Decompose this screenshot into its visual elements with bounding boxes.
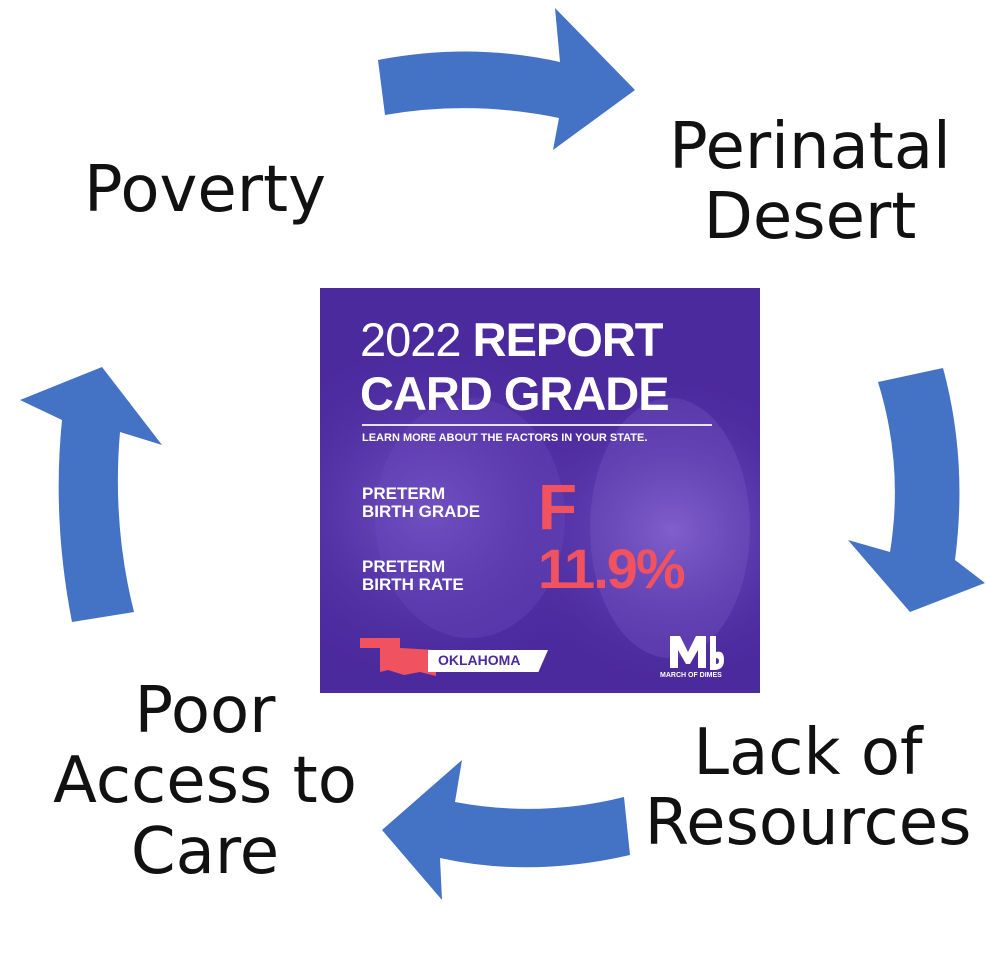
report-card-image: 2022 REPORT CARD GRADE LEARN MORE ABOUT … xyxy=(320,288,760,693)
rate-label-line-2: BIRTH RATE xyxy=(362,574,464,594)
node-perinatal-line-1: Perinatal xyxy=(669,110,951,184)
march-of-dimes-caption: MARCH OF DIMES xyxy=(660,672,722,679)
node-perinatal-line-2: Desert xyxy=(703,180,917,255)
card-subtitle: LEARN MORE ABOUT THE FACTORS IN YOUR STA… xyxy=(362,432,648,444)
card-title-line-2: CARD GRADE xyxy=(360,367,670,420)
state-name: OKLAHOMA xyxy=(438,652,521,668)
grade-label: PRETERM BIRTH GRADE xyxy=(362,485,480,521)
node-poor-access-to-care: Poor Access to Care xyxy=(40,674,370,889)
grade-label-line-2: BIRTH GRADE xyxy=(362,501,481,521)
rate-label-line-1: PRETERM xyxy=(362,557,446,576)
node-poor-line-2: Access to xyxy=(53,744,357,819)
arrow-bottom xyxy=(382,760,630,900)
node-poverty: Poverty xyxy=(60,153,350,227)
grade-value: F xyxy=(538,471,578,543)
node-lack-line-2: Resources xyxy=(644,786,972,861)
arrow-right xyxy=(848,368,985,612)
arrow-top xyxy=(378,8,635,150)
card-divider xyxy=(362,424,712,426)
arrow-left xyxy=(20,367,162,622)
card-photo-background xyxy=(320,288,760,693)
node-lack-of-resources: Lack of Resources xyxy=(630,718,986,859)
grade-label-line-1: PRETERM xyxy=(362,484,446,503)
march-of-dimes-logo-icon xyxy=(670,636,724,670)
card-title-line-1: 2022 REPORT xyxy=(360,312,664,367)
card-title-word: REPORT xyxy=(472,313,664,366)
rate-label: PRETERM BIRTH RATE xyxy=(362,558,464,594)
node-poor-line-3: Care xyxy=(130,814,280,889)
node-poverty-line-1: Poverty xyxy=(84,153,326,227)
state-tag xyxy=(428,650,548,672)
node-perinatal-desert: Perinatal Desert xyxy=(640,112,980,253)
node-lack-line-1: Lack of xyxy=(693,716,923,790)
card-title-year: 2022 xyxy=(360,313,462,366)
node-poor-line-1: Poor xyxy=(134,674,276,748)
oklahoma-map-icon xyxy=(360,638,436,676)
rate-value: 11.9% xyxy=(538,537,686,600)
